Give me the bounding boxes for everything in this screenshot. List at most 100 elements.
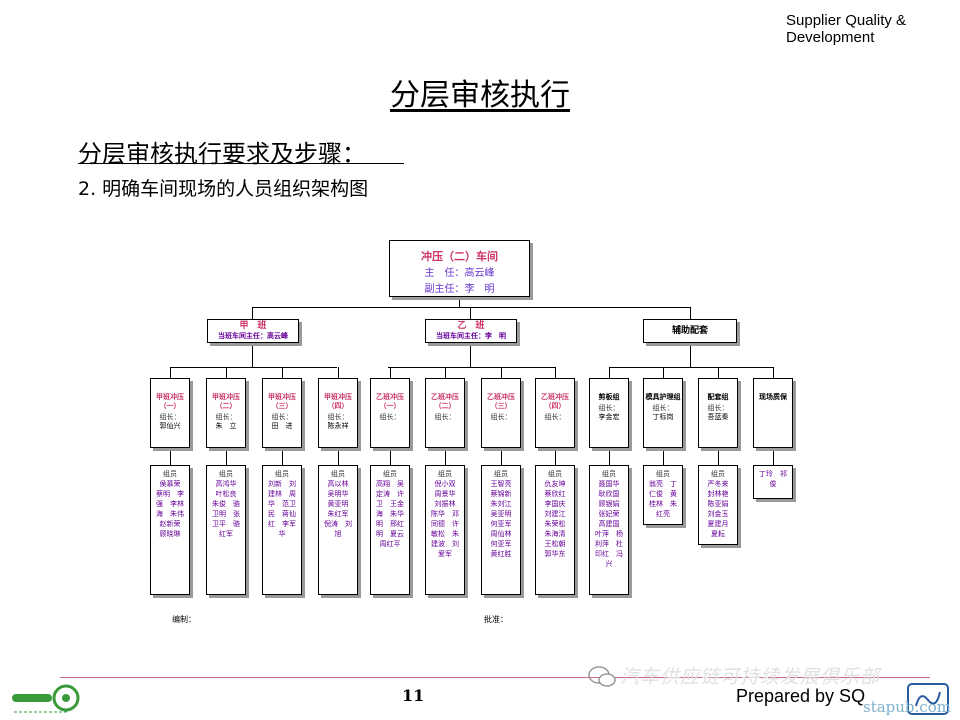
team-leader-name: 田 进 — [271, 422, 293, 430]
team-name: 乙班冲压（三） — [487, 393, 515, 410]
team-name: 剪板组 — [598, 393, 620, 401]
member-box: 组员高以林 吴明华 黄亚明 朱红军 倪涛 刘旭 — [318, 465, 358, 595]
page-number: 11 — [402, 686, 425, 705]
member-names: 聂国华 耿欣国 顾银娟 张妃荣 高建国 叶萍 杨利萍 杜印红 冯兴 — [595, 480, 627, 568]
connector — [226, 367, 227, 378]
team-leader-name: 郭仙兴 — [159, 422, 181, 430]
connector — [555, 448, 556, 465]
team-box: 剪板组组长：李金宏 — [589, 378, 629, 448]
member-box: 组员侯慕荣 蔡明 李强 李林海 朱伟 赵新荣 顾晓琳 — [150, 465, 191, 595]
team-leader-name: 丁标岗 — [652, 413, 674, 421]
connector — [718, 448, 719, 465]
member-names: 高以林 吴明华 黄亚明 朱红军 倪涛 刘旭 — [324, 480, 356, 538]
team-name: 模具护理组 — [645, 393, 681, 401]
team-leader-label: 组长： — [544, 413, 566, 421]
team-leader-label: 组长： — [598, 404, 620, 412]
subtitle-underline — [78, 163, 404, 164]
connector — [773, 448, 774, 465]
team-leader-label: 组长： — [434, 413, 456, 421]
member-label: 组员 — [331, 470, 345, 478]
member-label: 组员 — [438, 470, 452, 478]
connector — [459, 297, 460, 307]
member-names: 刘新 刘建林 周华 范卫民 蒋仙红 李军华 — [268, 480, 296, 538]
member-names: 高翔 吴定涛 许卫 王金海 朱华明 邢红明 夏云 周红平 — [376, 480, 411, 548]
connector — [445, 367, 446, 378]
connector — [690, 343, 691, 367]
team-box: 乙班冲压（四） 组长： — [535, 378, 575, 448]
shift-box-jia: 甲 班 当班车间主任：高云峰 — [207, 319, 299, 343]
page-title-text: 分层审核执行 — [390, 78, 570, 113]
member-label: 组员 — [163, 470, 177, 478]
member-box: 组员刘新 刘建林 周华 范卫民 蒋仙红 李军华 — [262, 465, 302, 595]
member-label: 组员 — [548, 470, 562, 478]
team-leader-label: 组长： — [159, 413, 181, 421]
team-leader-label: 组长： — [707, 404, 729, 412]
connector — [663, 367, 664, 378]
connector — [609, 448, 610, 465]
member-box: 组员严冬来 封林艳 陈亚娟 刘金玉 夏建月 夏耘 — [698, 465, 738, 545]
team-name: 乙班冲压（四） — [541, 393, 569, 410]
team-leader-label: 组长： — [490, 413, 512, 421]
connector — [470, 343, 471, 367]
wechat-icon — [588, 666, 616, 687]
member-names: 翁亮 丁仁俊 黄桂林 朱红亮 — [649, 480, 677, 518]
shift-box-aux: 辅助配套 — [643, 319, 737, 343]
connector — [170, 367, 337, 368]
team-box: 甲班冲压（一） 组长：郭仙兴 — [150, 378, 190, 448]
member-names: 侯慕荣 蔡明 李强 李林海 朱伟 赵新荣 顾晓琳 — [156, 480, 191, 538]
member-label: 组员 — [494, 470, 508, 478]
connector — [690, 307, 691, 319]
shift-name: 乙 班 — [457, 321, 485, 331]
prepared-by: Prepared by SQ — [736, 686, 866, 706]
team-box: 现场质保 — [753, 378, 793, 448]
team-name: 甲班冲压（一） — [156, 393, 184, 410]
member-box: 组员仇友坤 蔡欣红 李国庆 刘建江 朱荣松 朱海清 王松朝 郭华东 — [535, 465, 575, 595]
member-names: 王智亮 蔡锦新 朱刘江 吴亚明 何亚军 周仙林 何亚军 黄红胜 — [490, 480, 519, 558]
member-label: 组员 — [602, 470, 616, 478]
member-box: 丁玲 祁俊 — [753, 465, 793, 499]
member-label: 组员 — [219, 470, 233, 478]
shift-box-yi: 乙 班 当班车间主任：李 明 — [425, 319, 517, 343]
org-root-director: 主 任：高云峰 — [424, 268, 495, 279]
connector — [388, 367, 555, 368]
connector — [338, 448, 339, 465]
team-name: 甲班冲压（二） — [212, 393, 240, 410]
connector — [252, 343, 253, 367]
shift-name: 辅助配套 — [671, 326, 708, 336]
team-leader-name: 朱 立 — [215, 422, 237, 430]
approved-label: 批准： — [484, 615, 508, 624]
connector — [501, 367, 502, 378]
team-leader-name: 陈永祥 — [327, 422, 349, 430]
connector — [609, 367, 610, 378]
connector — [470, 307, 471, 319]
member-box: 组员高翔 吴定涛 许卫 王金海 朱华明 邢红明 夏云 周红平 — [370, 465, 411, 595]
connector — [501, 448, 502, 465]
member-label: 组员 — [711, 470, 725, 478]
team-leader-name: 李金宏 — [598, 413, 620, 421]
team-leader-label: 组长： — [652, 404, 674, 412]
footer-rule — [60, 677, 930, 678]
member-box: 组员聂国华 耿欣国 顾银娟 张妃荣 高建国 叶萍 杨利萍 杜印红 冯兴 — [589, 465, 629, 595]
team-box: 甲班冲压（四）组长：陈永祥 — [318, 378, 358, 448]
member-label: 组员 — [275, 470, 289, 478]
member-names: 丁玲 祁俊 — [759, 470, 787, 488]
team-box: 配套组组长：吾蓝秦 — [698, 378, 738, 448]
member-names: 高鸿华 叶松良 朱俊 骆卫明 张卫平 骆红军 — [212, 480, 244, 538]
team-leader-label: 组长： — [271, 413, 293, 421]
team-box: 甲班冲压（三）组长：田 进 — [262, 378, 302, 448]
shift-sub: 当班车间主任：李 明 — [436, 332, 506, 340]
logo-icon — [12, 684, 80, 713]
team-name: 甲班冲压（四） — [324, 393, 352, 410]
step-text: 2. 明确车间现场的人员组织架构图 — [78, 178, 369, 200]
team-name: 配套组 — [707, 393, 729, 401]
connector — [663, 448, 664, 465]
connector — [252, 307, 253, 319]
connector — [718, 367, 719, 378]
connector — [390, 367, 391, 378]
compiled-label: 编制： — [172, 615, 196, 624]
team-box: 甲班冲压（二）组长：朱 立 — [206, 378, 246, 448]
connector — [226, 448, 227, 465]
connector — [445, 448, 446, 465]
connector — [282, 367, 283, 378]
wechat-watermark: 汽车供应链可持续发展俱乐部 — [620, 666, 881, 688]
